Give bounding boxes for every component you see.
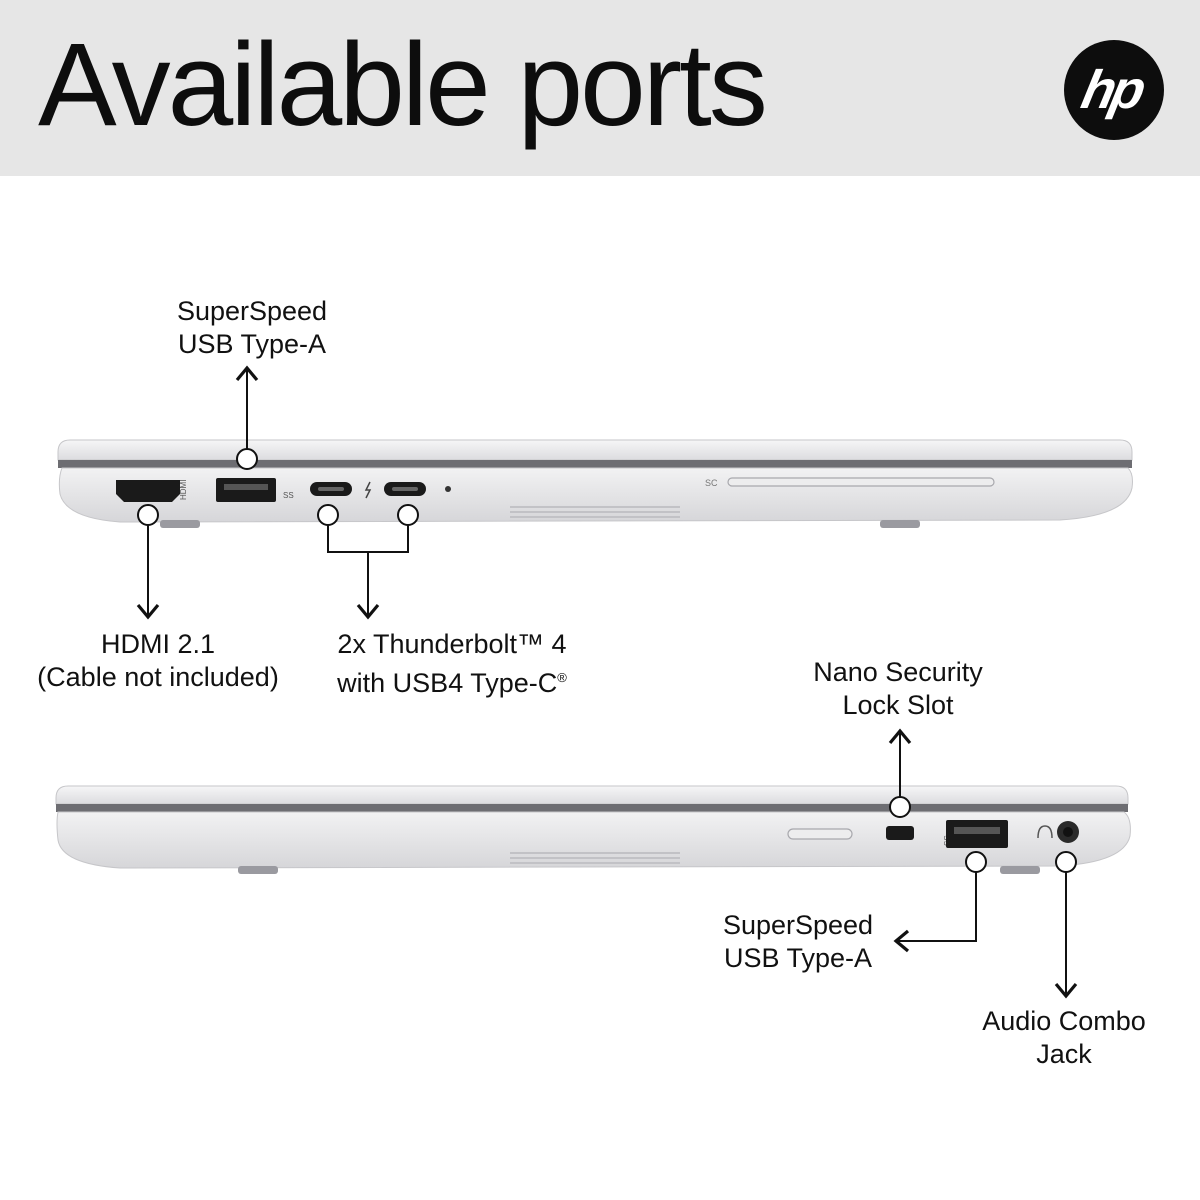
callouts-left [136, 365, 419, 620]
page-title: Available ports [38, 19, 768, 151]
led-indicator [445, 486, 451, 492]
label-thunderbolt: 2x Thunderbolt™ 4 with USB4 Type-C® [337, 628, 567, 700]
vent-grille [510, 506, 680, 518]
label-line: USB Type-A [177, 329, 327, 359]
label-line: Jack [1036, 1039, 1092, 1069]
label-line: 2x Thunderbolt™ 4 [337, 629, 567, 659]
hdmi-port-icon [116, 480, 180, 502]
label-line: SuperSpeed [722, 910, 874, 940]
registered-mark: ® [557, 670, 567, 685]
label-superspeed-usb-a-right: SuperSpeed USB Type-A [723, 909, 873, 975]
label-line: SuperSpeed [176, 296, 328, 326]
hp-logo: hp [1064, 40, 1164, 140]
hdmi-marking: HDMI [179, 480, 188, 500]
label-nano-security-lock: Nano Security Lock Slot [813, 656, 983, 722]
vent-grille [510, 852, 680, 864]
hinge-gap [58, 460, 1132, 468]
lock-slot-icon [886, 826, 914, 840]
foot [1000, 866, 1040, 874]
foot [880, 520, 920, 528]
label-superspeed-usb-a-left: SuperSpeed USB Type-A [177, 295, 327, 361]
label-text: with USB4 Type-C [337, 668, 558, 698]
usb-marking: SS [283, 491, 294, 500]
label-line: (Cable not included) [37, 662, 279, 692]
header-banner: Available ports hp [0, 0, 1200, 176]
laptop-left-side: HDMI SS SC [57, 439, 1133, 528]
label-hdmi: HDMI 2.1 (Cable not included) [37, 628, 279, 694]
label-line: with USB4 Type-C® [337, 661, 567, 700]
sc-marking: SC [705, 478, 718, 488]
label-line: Lock Slot [842, 690, 954, 720]
sd-card-slot [787, 828, 853, 840]
laptop-right-side: SS [55, 785, 1131, 874]
thunderbolt-icon [364, 481, 372, 499]
foot [238, 866, 278, 874]
foot [160, 520, 200, 528]
callouts-right [888, 728, 1078, 999]
label-audio-combo-jack: Audio Combo Jack [982, 1005, 1146, 1071]
label-line: Nano Security [813, 657, 983, 687]
label-line: USB Type-A [723, 943, 873, 973]
smart-card-slot [727, 477, 995, 487]
headphone-icon [1037, 825, 1053, 839]
hinge-gap [56, 804, 1128, 812]
label-line: HDMI 2.1 [100, 629, 216, 659]
label-line: Audio Combo [982, 1006, 1146, 1036]
